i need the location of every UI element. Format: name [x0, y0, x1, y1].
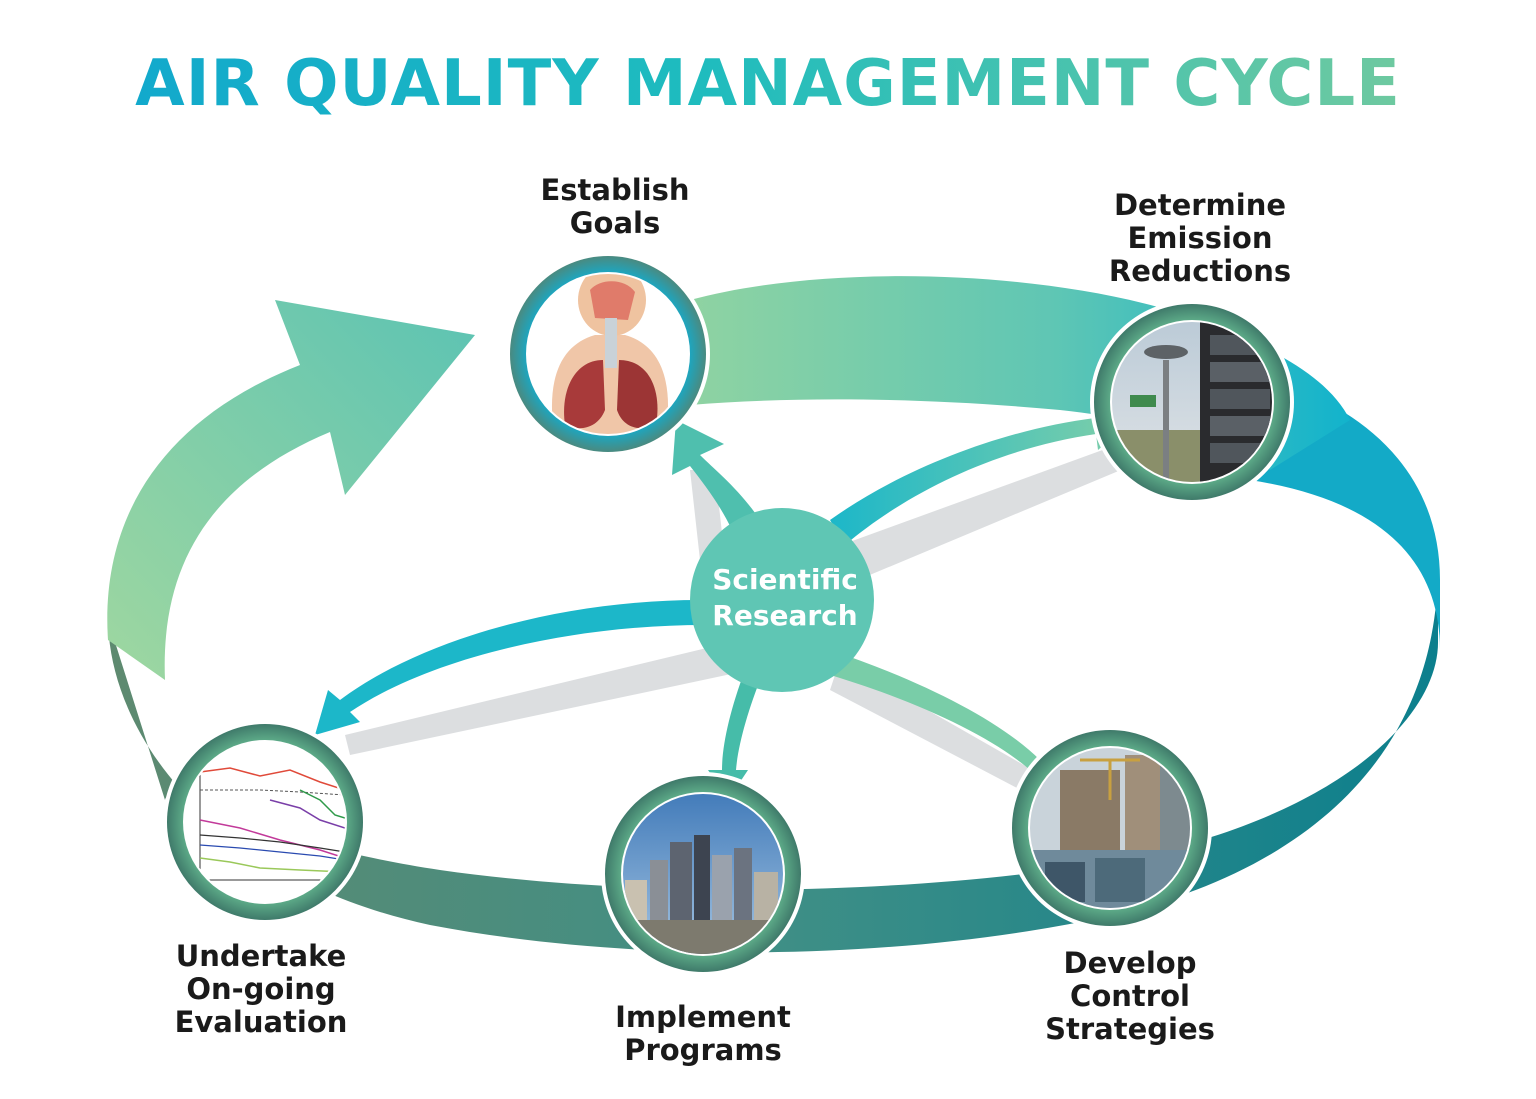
page-title-text: AIR QUALITY MANAGEMENT CYCLE [135, 47, 1401, 121]
label-implement-programs: Implement Programs [593, 1001, 813, 1067]
label-establish-goals: Establish Goals [515, 174, 715, 240]
research-spokes [315, 398, 1130, 800]
label-line: Programs [624, 1033, 782, 1067]
label-line: Undertake [175, 939, 347, 973]
label-line: Control [1070, 979, 1190, 1013]
label-line: Strategies [1045, 1012, 1215, 1046]
scientific-research-label: Scientific Research [690, 562, 880, 634]
respiratory-illustration [528, 274, 688, 434]
label-determine-emission-reductions: Determine Emission Reductions [1085, 189, 1315, 288]
label-line: On-going [186, 972, 336, 1006]
node-undertake-evaluation [163, 720, 367, 924]
node-implement-programs [601, 772, 805, 976]
label-undertake-evaluation: Undertake On-going Evaluation [146, 940, 376, 1039]
label-line: Determine [1113, 188, 1287, 222]
label-line: Emission [1127, 221, 1273, 255]
node-establish-goals [506, 252, 710, 456]
cycle-arrow-left [107, 300, 475, 680]
research-hub [690, 508, 874, 692]
label-line: Develop [1063, 946, 1197, 980]
label-line: Implement [615, 1000, 791, 1034]
city-skyline-photo [623, 794, 783, 954]
spoke-shadows [345, 440, 1140, 800]
center-label-line1: Scientific [712, 563, 858, 596]
emissions-trend-chart-image [185, 742, 345, 902]
label-line: Reductions [1108, 254, 1292, 288]
label-line: Evaluation [174, 1005, 348, 1039]
node-develop-control-strategies [1008, 726, 1212, 930]
node-determine-emission-reductions [1090, 300, 1294, 504]
label-line: Goals [569, 206, 661, 240]
label-develop-control-strategies: Develop Control Strategies [1015, 947, 1245, 1046]
page-title: AIR QUALITY MANAGEMENT CYCLE AIR QUALITY… [0, 52, 1536, 119]
center-label-line2: Research [712, 599, 858, 632]
label-line: Establish [540, 173, 690, 207]
